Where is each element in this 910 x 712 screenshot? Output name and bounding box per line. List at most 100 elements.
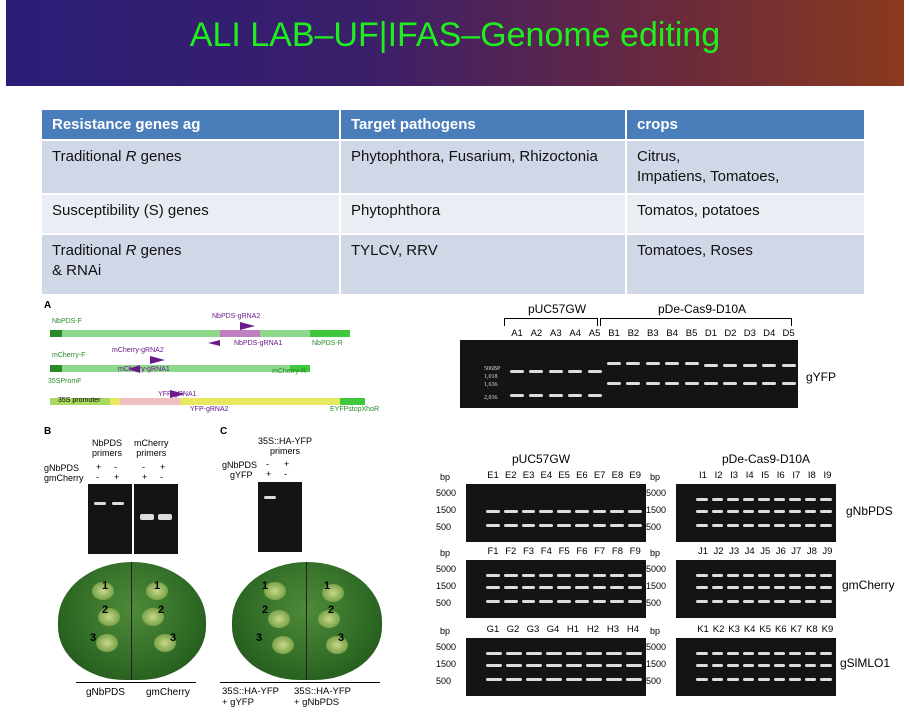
gel-band xyxy=(510,370,524,373)
title-banner: ALI LAB–UF|IFAS–Genome editing xyxy=(6,0,904,86)
mcherry-f-arrow xyxy=(50,365,62,372)
lane-label: K9 xyxy=(821,624,834,635)
gel-band xyxy=(696,586,708,589)
gel-band xyxy=(566,652,582,655)
gel-band xyxy=(758,498,770,501)
gel-band xyxy=(820,574,832,577)
spot-number: 2 xyxy=(328,604,335,616)
gel-band xyxy=(587,394,602,397)
sign: + xyxy=(114,472,120,482)
lane-label: F4 xyxy=(540,546,552,557)
gel-band xyxy=(773,510,786,513)
sign: - xyxy=(96,472,99,482)
gel-band xyxy=(820,586,832,589)
size-label: 500 xyxy=(646,522,662,532)
sign: + xyxy=(142,472,148,482)
gel-band xyxy=(529,370,544,373)
size-label: 500 xyxy=(646,676,662,686)
row-label: gmCherry xyxy=(44,473,84,483)
infiltration-spot xyxy=(96,634,118,652)
gel-band xyxy=(723,382,738,385)
lane-label: F3 xyxy=(523,546,535,557)
promoter-label: 35S promoter xyxy=(58,397,101,404)
gel-band xyxy=(804,524,817,527)
spot-number: 2 xyxy=(262,604,269,616)
lane-label: F9 xyxy=(629,546,641,557)
gel-band xyxy=(557,600,571,603)
gel-band xyxy=(94,502,106,505)
table-header: Target pathogens xyxy=(340,110,627,140)
grna-label: YFP-gRNA2 xyxy=(190,406,229,413)
gel-band xyxy=(626,664,642,667)
gel-band xyxy=(773,586,786,589)
leaf-label: gmCherry xyxy=(146,687,190,698)
size-label: 500 xyxy=(436,676,452,686)
lane-label: A3 xyxy=(549,328,562,339)
gel-band xyxy=(773,678,786,681)
primer-label: 35SPromF xyxy=(48,378,82,385)
infiltration-spot xyxy=(92,582,114,600)
lane-label: I5 xyxy=(761,470,770,481)
row-label: gNbPDS xyxy=(44,463,80,473)
lane-label: B4 xyxy=(666,328,678,339)
gel-band xyxy=(486,652,502,655)
primer-label: EYFPstopXhoR xyxy=(330,406,380,413)
gel-band xyxy=(486,524,500,527)
size-label: 1500 xyxy=(646,581,667,591)
gel-band xyxy=(592,586,607,589)
gel-band xyxy=(546,664,562,667)
gel-band xyxy=(486,586,500,589)
gel-band xyxy=(711,498,724,501)
lane-label: H2 xyxy=(586,624,600,635)
lane-label: J3 xyxy=(729,546,740,557)
gel-band xyxy=(503,586,518,589)
gel-band xyxy=(727,510,739,513)
gel-image xyxy=(466,560,646,618)
lane-label: E8 xyxy=(611,470,624,481)
gel-band xyxy=(592,574,607,577)
gel-band xyxy=(727,600,739,603)
resistance-genes-table: Resistance genes ag Target pathogens cro… xyxy=(42,110,866,294)
gel-band xyxy=(574,524,589,527)
gel-band xyxy=(626,678,642,681)
table-cell: Citrus,Impatiens, Tomatoes, xyxy=(626,139,866,194)
gel-image xyxy=(134,484,178,554)
gel-band xyxy=(704,364,718,367)
bp-label: bp xyxy=(650,548,661,558)
group-bracket xyxy=(504,318,598,326)
group-label: pUC57GW xyxy=(512,452,571,466)
gel-band xyxy=(548,370,563,373)
gel-band xyxy=(607,362,621,365)
size-label: 1500 xyxy=(436,505,457,515)
lane-label: J6 xyxy=(775,546,786,557)
gel-band xyxy=(606,652,622,655)
gel-band xyxy=(506,652,522,655)
gel-image: 506BP 1,018 1,636 2,036 xyxy=(460,340,798,408)
gel-band xyxy=(628,586,642,589)
gel-band xyxy=(711,664,724,667)
gel-image xyxy=(258,482,302,552)
size-label: 500 xyxy=(436,598,452,608)
gel-band xyxy=(727,652,739,655)
gel-band xyxy=(526,678,542,681)
sign: + xyxy=(160,462,166,472)
lane-label: A1 xyxy=(511,328,523,339)
gel-band xyxy=(773,664,786,667)
gel-band xyxy=(610,586,625,589)
gel-band xyxy=(112,502,124,505)
gel-band xyxy=(804,664,817,667)
gel-band xyxy=(628,600,642,603)
spot-number: 3 xyxy=(90,632,97,644)
size-label: 1500 xyxy=(436,659,457,669)
gel-image xyxy=(88,484,132,554)
table-row: Traditional R genes& RNAi TYLCV, RRV Tom… xyxy=(42,233,866,294)
size-label: 5000 xyxy=(436,488,457,498)
table-cell: Susceptibility (S) genes xyxy=(42,193,341,234)
gel-band xyxy=(742,510,755,513)
size-label: 1500 xyxy=(646,505,667,515)
gene-label: gSlMLO1 xyxy=(840,656,891,670)
lane-label: I1 xyxy=(699,470,707,481)
